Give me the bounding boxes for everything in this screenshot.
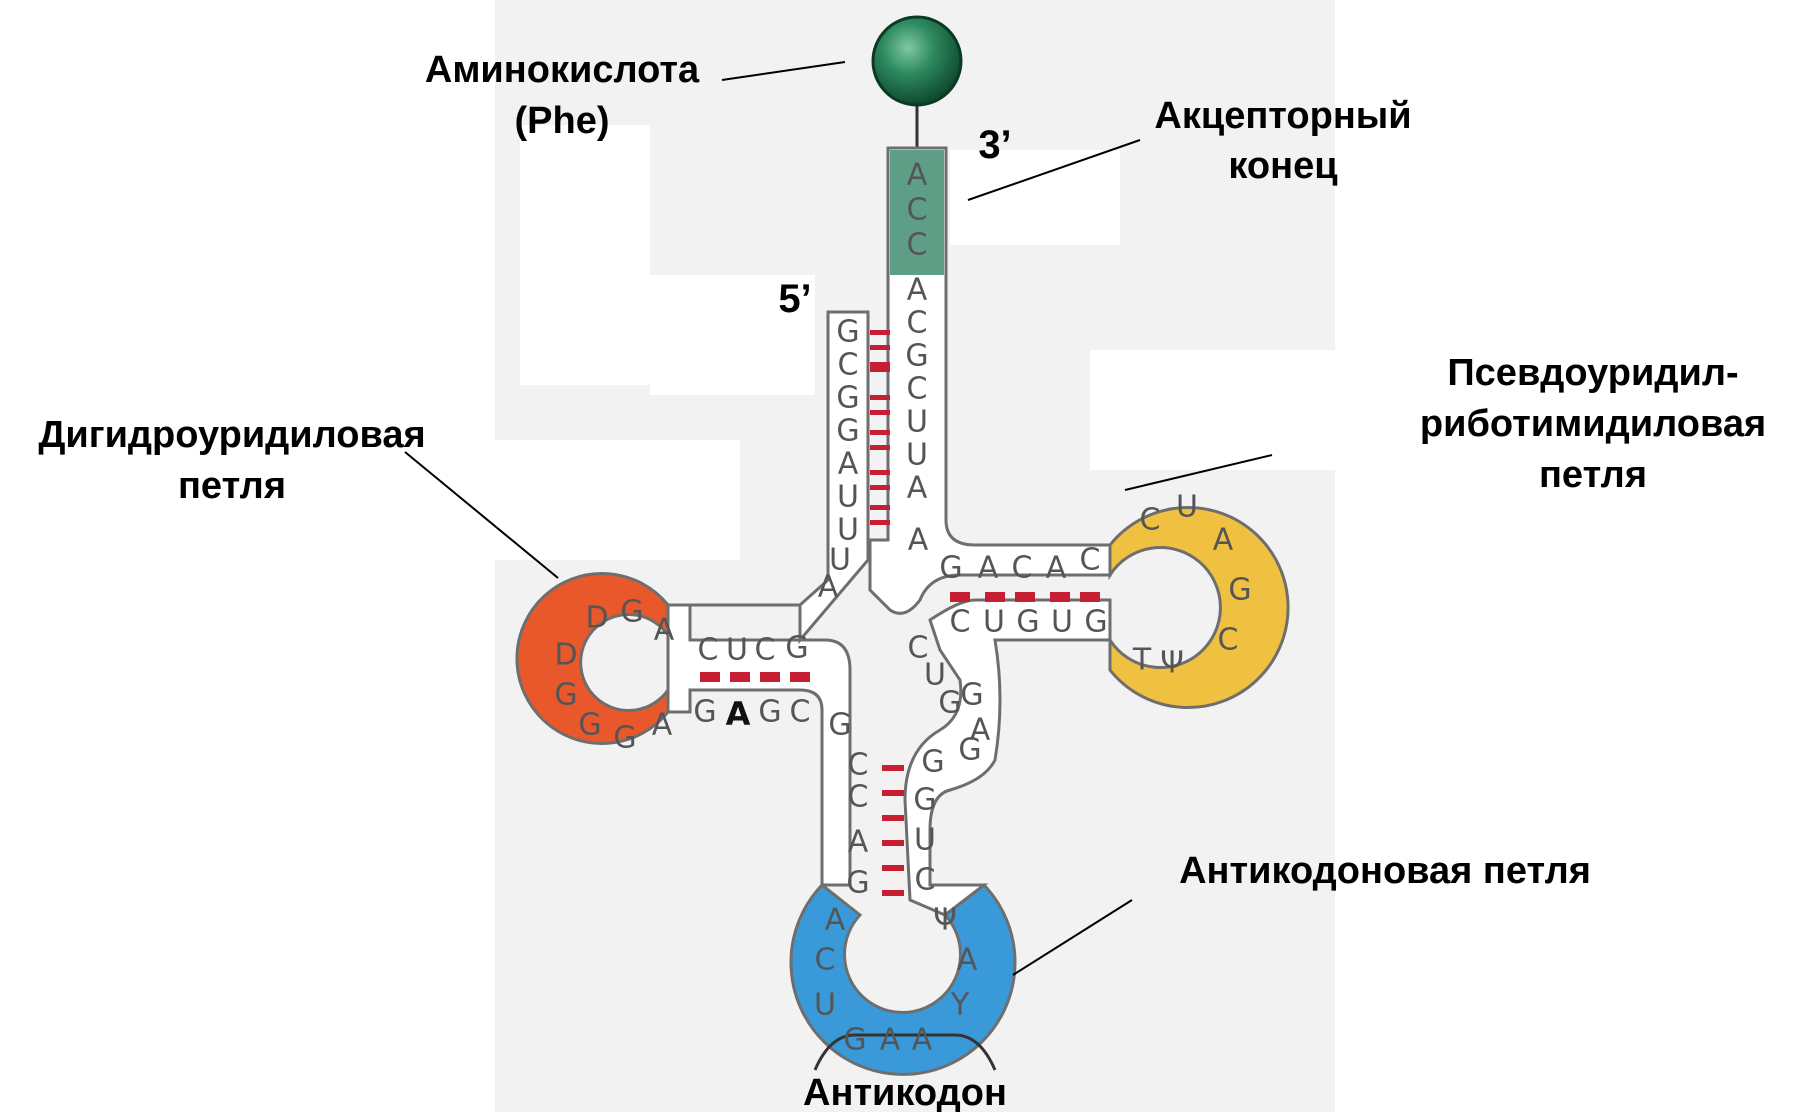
nucleotide: C (950, 605, 971, 640)
nucleotide: C (755, 633, 776, 668)
amino-acid-ball (873, 17, 961, 105)
t-loop-label-line1: Псевдоуридил- (1447, 352, 1738, 394)
nucleotide: A (957, 943, 978, 978)
nucleotide: G (921, 745, 944, 780)
nucleotide: A (978, 551, 999, 586)
nucleotide: A (1046, 551, 1067, 586)
nucleotide: U (914, 823, 936, 858)
nucleotide: C (907, 306, 928, 341)
nucleotide: G (1084, 605, 1107, 640)
nucleotide: C (1218, 623, 1239, 658)
nucleotide: A (880, 1023, 901, 1058)
nucleotide: G (913, 783, 936, 818)
nucleotide: A (818, 570, 839, 605)
nucleotide: G (785, 631, 808, 666)
nucleotide: G (1228, 573, 1251, 608)
nucleotide: C (907, 228, 928, 263)
nucleotide: U (726, 633, 748, 668)
nucleotide: G (846, 866, 869, 901)
nucleotide: G (693, 695, 716, 730)
nucleotide: C (815, 943, 836, 978)
nucleotide: C (1080, 543, 1101, 578)
nucleotide: G (960, 678, 983, 713)
nucleotide: U (983, 605, 1005, 640)
nucleotide: U (1051, 605, 1073, 640)
nucleotide: G (620, 595, 643, 630)
t-loop-label-line2: риботимидиловая (1420, 403, 1766, 445)
nucleotide: G (828, 708, 851, 743)
nucleotide: G (836, 315, 859, 350)
nucleotide: D (554, 638, 577, 673)
nucleotide: G (758, 695, 781, 730)
acceptor-end-label-line2: конец (1228, 145, 1338, 187)
d-loop-label-line2: петля (178, 465, 286, 507)
nucleotide: D (585, 601, 608, 636)
nucleotide: T (1132, 643, 1152, 678)
anticodon-label: Антикодон (803, 1072, 1007, 1112)
five-prime-label: 5’ (778, 277, 811, 321)
nucleotide: C (848, 748, 869, 783)
amino-acid-label-line2: (Phe) (515, 100, 610, 142)
nucleotide: U (1176, 490, 1198, 525)
nucleotide: Ψ (933, 903, 957, 938)
nucleotide: A (908, 523, 929, 558)
nucleotide: G (613, 721, 636, 756)
acceptor-end-label-line1: Акцепторный (1154, 95, 1411, 137)
nucleotide: A (907, 471, 928, 506)
nucleotide: C (838, 348, 859, 383)
nucleotide: G (905, 339, 928, 374)
nucleotide: C (1140, 503, 1161, 538)
nucleotide: Ψ (1160, 646, 1184, 681)
nucleotide: A (912, 1023, 933, 1058)
d-loop-label-line1: Дигидроуридиловая (38, 414, 425, 456)
nucleotide: A (1213, 523, 1234, 558)
nucleotide: A (726, 695, 751, 733)
three-prime-label: 3’ (978, 123, 1011, 167)
nucleotide: U (906, 438, 928, 473)
nucleotide: G (958, 733, 981, 768)
nucleotide: C (907, 193, 928, 228)
nucleotide: G (938, 686, 961, 721)
t-loop-label-line3: петля (1539, 454, 1647, 496)
nucleotide: A (652, 708, 673, 743)
nucleotide: U (906, 405, 928, 440)
nucleotide: A (825, 903, 846, 938)
nucleotide: C (1012, 551, 1033, 586)
nucleotide: A (848, 825, 869, 860)
nucleotide: G (939, 551, 962, 586)
nucleotide: A (654, 613, 675, 648)
nucleotide: U (837, 480, 859, 515)
nucleotide: G (578, 708, 601, 743)
nucleotide: C (848, 780, 869, 815)
nucleotide: G (836, 381, 859, 416)
nucleotide: Y (950, 988, 970, 1023)
anticodon-loop-label: Антикодоновая петля (1179, 850, 1591, 892)
nucleotide: G (1016, 605, 1039, 640)
nucleotide: U (814, 988, 836, 1023)
nucleotide: A (907, 158, 928, 193)
nucleotide: C (790, 695, 811, 730)
nucleotide: C (698, 633, 719, 668)
nucleotide: A (907, 273, 928, 308)
nucleotide: G (843, 1023, 866, 1058)
nucleotide: A (838, 447, 859, 482)
nucleotide: G (836, 414, 859, 449)
amino-acid-label-line1: Аминокислота (425, 49, 700, 91)
nucleotide: G (554, 678, 577, 713)
nucleotide: C (915, 863, 936, 898)
nucleotide: C (907, 372, 928, 407)
